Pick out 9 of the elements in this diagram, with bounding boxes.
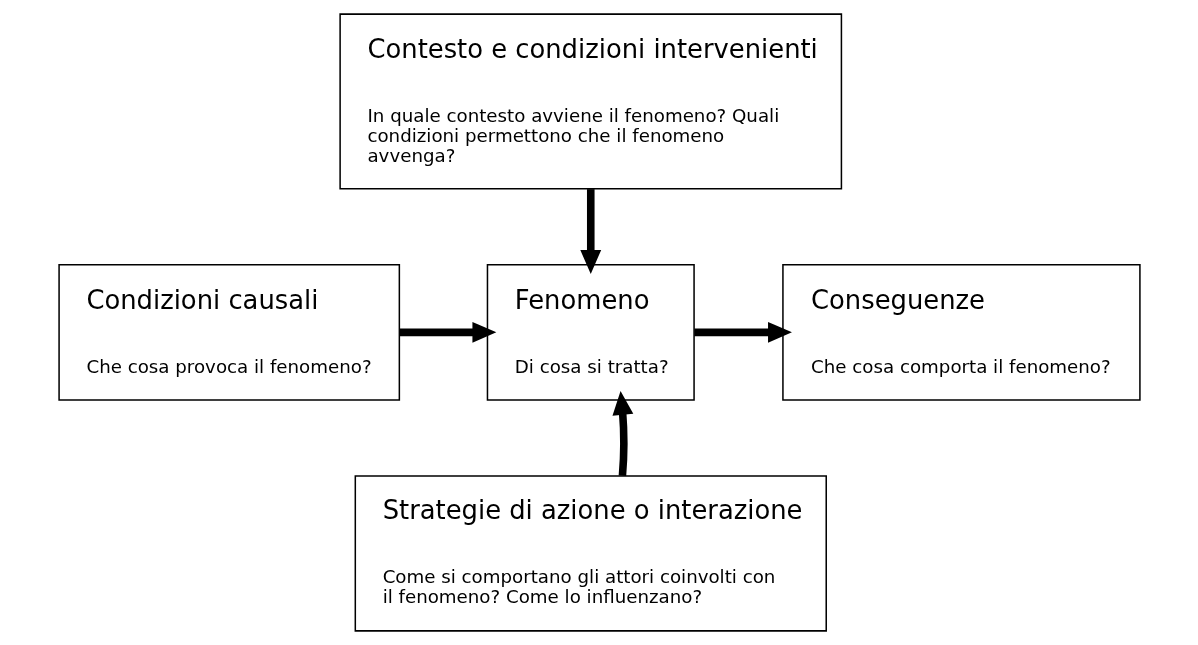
node-box: Condizioni causali Che cosa provoca il fenomeno? (57, 264, 400, 401)
arrow (693, 321, 792, 343)
node-box: Contesto e condizioni intervenienti In quale contesto avviene il fenomeno? Quali condizioni permettono che il fenomeno avvenga? (338, 13, 842, 190)
arrow (611, 391, 633, 477)
arrow (579, 189, 601, 274)
node-box: Strategie di azione o interazione Come si comportano gli attori coinvolti con il fenomeno? Come lo influenzano? (354, 475, 827, 632)
node-box: Fenomeno Di cosa si tratta? (486, 264, 695, 401)
arrow (398, 321, 496, 343)
node-box: Conseguenze Che cosa comporta il fenomeno? (781, 264, 1141, 401)
